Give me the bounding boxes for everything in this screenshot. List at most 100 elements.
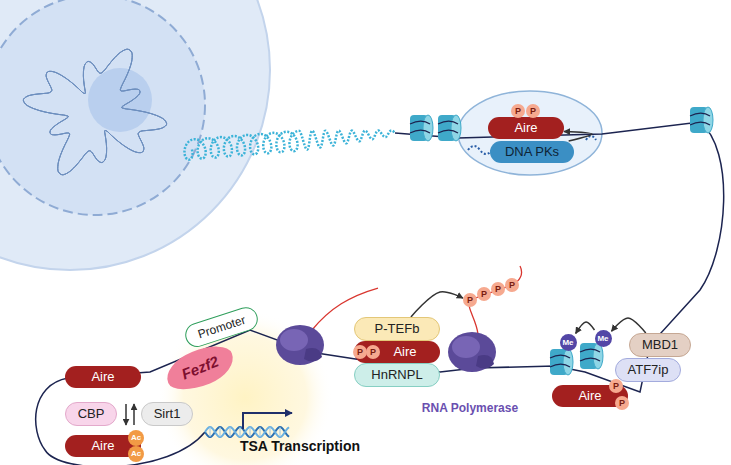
nucleosome	[438, 115, 461, 141]
polymerase-body	[276, 325, 324, 365]
nucleosome	[410, 115, 433, 141]
rna-polymerase	[448, 332, 496, 372]
node-text: Aire	[91, 369, 114, 384]
deacetylation-arrow	[133, 404, 135, 425]
dna-break-zoom	[458, 91, 602, 175]
chromatin-scribble	[23, 49, 166, 175]
nucleosome	[690, 107, 713, 133]
nucleosomes	[410, 107, 713, 375]
polymerase-lobe	[280, 329, 308, 351]
dna-wrap	[690, 113, 710, 125]
phospho-badge: P	[491, 282, 505, 296]
node-text: P	[515, 106, 521, 116]
protein-pill: P-TEFb	[354, 317, 440, 341]
node-text: ATF7ip	[628, 362, 669, 377]
protein-pill: HnRNPL	[354, 363, 440, 387]
nucleosome-face	[703, 107, 713, 133]
helix-rung	[240, 427, 241, 437]
node-text: Aire	[514, 120, 537, 135]
protein-pill: Aire	[488, 117, 564, 139]
helix-rung	[210, 427, 211, 437]
transcription-arrow	[243, 413, 292, 429]
node-text: P-TEFb	[375, 321, 420, 336]
phospho-badge: P	[366, 345, 380, 359]
phospho-badge: P	[505, 278, 519, 292]
node-text: Sirt1	[154, 406, 181, 421]
acetyl-badge: Ac	[128, 430, 144, 446]
phospho-badge: P	[353, 345, 367, 359]
phospho-badge: P	[609, 379, 623, 393]
methyl-badge: Me	[595, 330, 612, 347]
node-text: Me	[562, 338, 573, 347]
process-label: TSA Transcription	[240, 438, 360, 454]
polymerase-label: RNA Polymerase	[422, 401, 518, 415]
reaction-arrow	[612, 318, 646, 333]
node-text: P	[467, 295, 473, 305]
phospho-badge: P	[615, 396, 629, 410]
protein-pill: DNA PKs	[490, 141, 574, 163]
helix-rung	[220, 427, 221, 437]
nucleosome	[550, 349, 573, 375]
protein-pill: ATF7ip	[615, 358, 682, 382]
node-text: P	[613, 381, 619, 391]
node-text: P	[481, 289, 487, 299]
helix-rung	[260, 427, 261, 437]
helix-rung	[270, 427, 271, 437]
chromatin-fiber	[184, 131, 395, 160]
node-text: P	[370, 347, 376, 357]
nucleosome-face	[451, 115, 461, 141]
node-text: HnRNPL	[371, 367, 422, 382]
phospho-badge: P	[511, 104, 525, 118]
polymerase-body	[448, 332, 496, 372]
node-text: P	[357, 347, 363, 357]
polymerase-jaw	[476, 355, 494, 369]
reaction-arrow	[411, 292, 463, 317]
helix-rung	[280, 427, 281, 437]
protein-pill: MBD1	[629, 333, 691, 357]
node-text: P	[509, 280, 515, 290]
phospho-badge: P	[463, 293, 477, 307]
node-text: Me	[597, 334, 608, 343]
node-text: Aire	[91, 438, 114, 453]
node-text: Ac	[131, 449, 141, 458]
node-text: Ac	[131, 433, 141, 442]
chromatin	[23, 49, 166, 175]
node-text: P	[495, 284, 501, 294]
reaction-arrow	[564, 131, 592, 141]
cell	[0, 0, 270, 270]
rna-polymerase	[276, 325, 324, 365]
node-text: P	[619, 398, 625, 408]
helix-strand	[205, 427, 289, 437]
dna-strand	[36, 122, 724, 465]
dna-wrap	[550, 355, 570, 367]
acetyl-badge: Ac	[128, 446, 144, 462]
polymerase-jaw	[304, 348, 322, 362]
helix-rung	[250, 427, 251, 437]
node-text: Aire	[578, 388, 601, 403]
node-text: Fezf2	[179, 352, 221, 382]
dna-helix	[205, 427, 289, 437]
dna-wrap	[580, 349, 600, 361]
nucleosome-face	[563, 349, 573, 375]
enzyme-pill: Sirt1	[141, 402, 194, 426]
enzyme-pill: CBP	[65, 402, 118, 426]
protein-pill: Aire	[65, 366, 141, 388]
helix-rung	[230, 427, 231, 437]
node-text: CBP	[78, 406, 105, 421]
nucleolus	[88, 68, 152, 132]
acetylation-arrow	[125, 404, 127, 425]
node-text: DNA PKs	[505, 144, 559, 159]
phospho-badge: P	[526, 104, 540, 118]
dna-wrap	[438, 121, 458, 133]
helix-strand	[205, 427, 289, 437]
dna-wrap	[410, 121, 430, 133]
polymerase-lobe	[452, 336, 480, 358]
methyl-badge: Me	[560, 334, 577, 351]
nucleosome-face	[593, 343, 603, 369]
phospho-badge: P	[477, 287, 491, 301]
node-text: MBD1	[642, 337, 678, 352]
node-text: Aire	[393, 344, 416, 359]
chromatin-coil	[184, 131, 395, 160]
node-text: P	[530, 106, 536, 116]
nucleosome-face	[423, 115, 433, 141]
